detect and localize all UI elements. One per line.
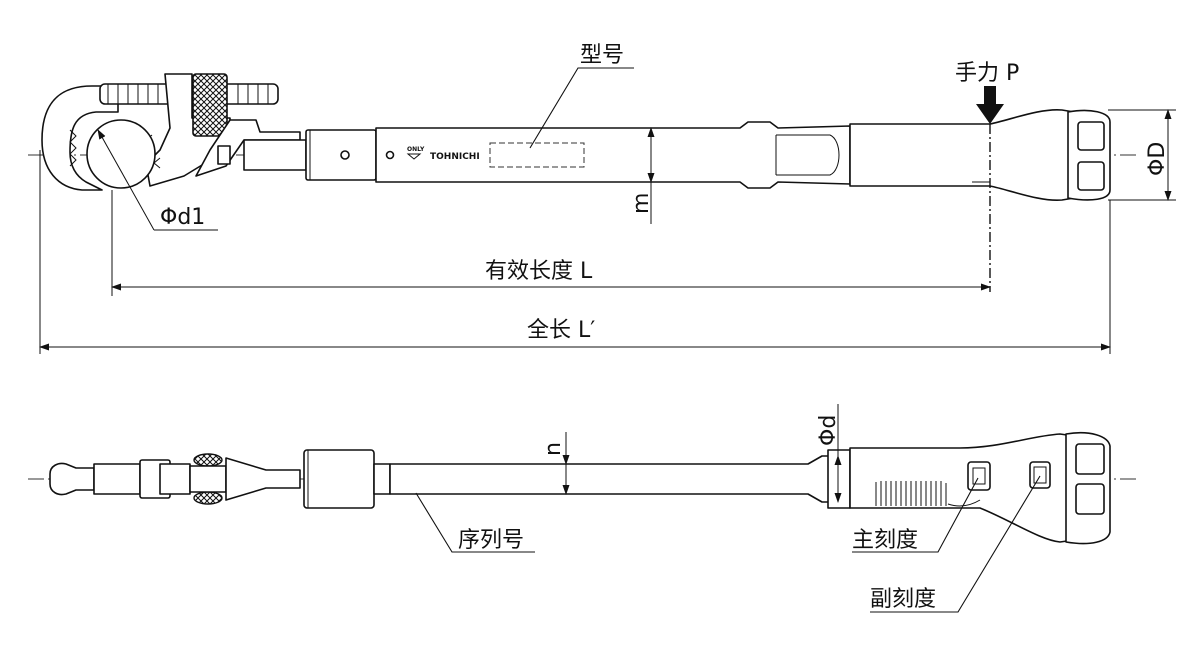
jaw-tip: [49, 462, 95, 496]
d-label: Φd: [816, 415, 841, 446]
hand-force-arrow: [976, 86, 1004, 292]
d1-leader: [97, 129, 155, 231]
n-label: n: [541, 442, 566, 456]
only-mark: ONLY: [407, 146, 425, 153]
sub-scale-window: [1029, 461, 1051, 489]
hand-force-label: 手力 P: [955, 61, 1019, 86]
sub-scale-label: 副刻度: [870, 587, 936, 612]
model-leader: [529, 67, 634, 149]
model-label: 型号: [580, 43, 624, 68]
serial-leader: [415, 492, 535, 553]
main-scale-label: 主刻度: [852, 528, 918, 553]
model-plate: [489, 142, 585, 168]
serial-label: 序列号: [458, 528, 524, 553]
side-adapter-block: [303, 449, 375, 509]
side-tube: [389, 455, 851, 503]
brand-logo: TOHNICHI: [430, 152, 480, 162]
pipe-circle: [86, 119, 156, 189]
d1-label: Φd1: [160, 205, 205, 230]
effective-length-label: 有效长度 L: [485, 259, 593, 284]
side-view: [28, 431, 1140, 545]
m-label: m: [629, 193, 654, 214]
overall-length-label: 全长 L′: [527, 318, 595, 343]
D-dimension: [1108, 109, 1176, 201]
pipe-wrench-head: [41, 73, 301, 191]
main-scale-leader: [852, 477, 979, 553]
D-label: ΦD: [1145, 142, 1170, 176]
handle-grip: [849, 109, 1075, 201]
main-scale-window: [967, 461, 991, 491]
adapter-shaft: [243, 139, 307, 171]
top-view: ONLY TOHNICHI: [28, 73, 1140, 201]
sub-scale-leader: [870, 475, 1041, 613]
